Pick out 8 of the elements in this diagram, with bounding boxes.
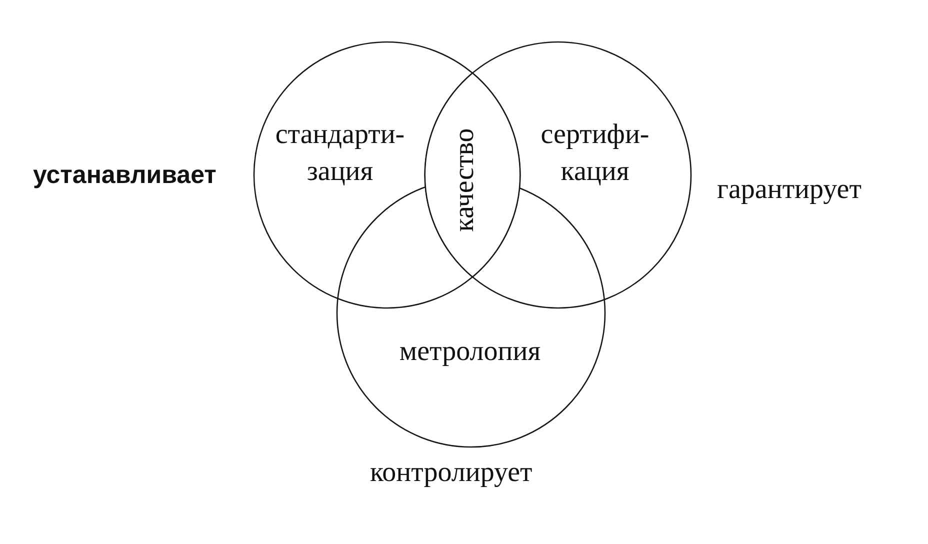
circle-label: сертифи- кация [540,118,650,189]
circle-label: метролопия [398,335,542,369]
overlap-lens [425,73,520,277]
side-caption: устанавливает [33,160,216,190]
side-caption: контролирует [370,456,532,490]
overlap-label: качество [448,128,481,232]
circle-label: стандарти- зация [274,118,406,189]
side-caption: гарантирует [717,173,862,207]
